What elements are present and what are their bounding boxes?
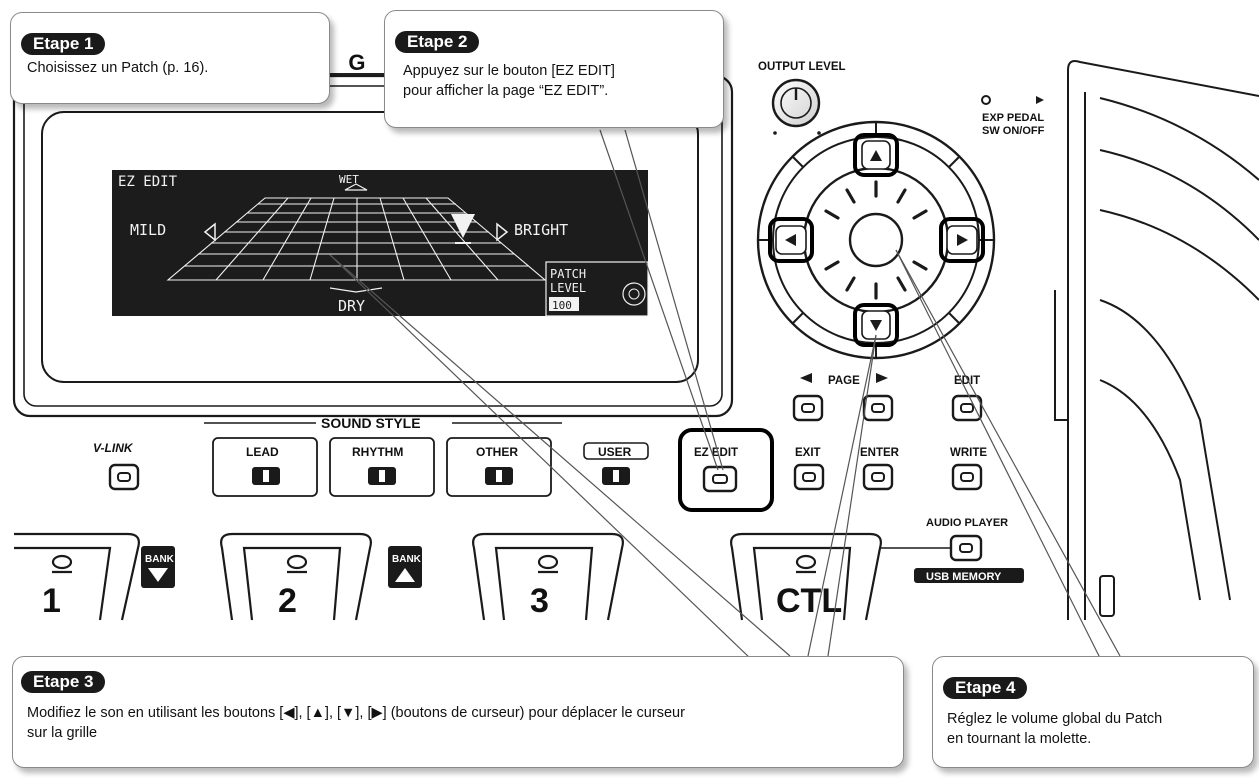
cursor-left-button[interactable]: [768, 217, 814, 263]
step1-text: Choisissez un Patch (p. 16).: [27, 60, 209, 76]
step2-badge: Etape 2: [395, 31, 480, 53]
user-button[interactable]: USER: [583, 442, 649, 485]
step2-line2: pour afficher la page “EZ EDIT”.: [403, 83, 609, 99]
cursor-right-button[interactable]: [939, 217, 985, 263]
svg-text:USER: USER: [598, 445, 632, 459]
lcd-cursor-marker: [451, 214, 475, 238]
svg-text:WRITE: WRITE: [950, 447, 987, 459]
svg-text:1: 1: [42, 582, 61, 620]
page-left-button[interactable]: [792, 394, 824, 422]
svg-text:OTHER: OTHER: [476, 445, 518, 459]
svg-text:SW ON/OFF: SW ON/OFF: [982, 125, 1045, 137]
edit-label: EDIT: [954, 375, 980, 387]
cursor-up-button[interactable]: [853, 133, 899, 177]
other-button[interactable]: OTHER: [446, 437, 552, 497]
bank-up-label: BANK: [388, 546, 422, 588]
exit-button[interactable]: EXIT: [793, 447, 825, 491]
lcd-mild-label: MILD: [130, 221, 166, 239]
vlink-button[interactable]: V-LINK: [93, 441, 140, 491]
svg-text:RHYTHM: RHYTHM: [352, 445, 403, 459]
exp-pedal-indicator: EXP PEDAL SW ON/OFF: [981, 95, 1045, 137]
svg-text:2: 2: [278, 582, 297, 620]
usb-memory-label: USB MEMORY: [914, 568, 1024, 583]
svg-text:LEAD: LEAD: [246, 445, 279, 459]
svg-text:PAGE: PAGE: [828, 375, 860, 387]
page-label: PAGE EDIT: [800, 373, 980, 387]
value-dial[interactable]: [848, 212, 904, 268]
step1-callout: Etape 1 Choisissez un Patch (p. 16).: [10, 12, 330, 104]
step3-badge: Etape 3: [21, 671, 106, 693]
svg-text:LEVEL: LEVEL: [550, 281, 586, 295]
svg-text:PATCH: PATCH: [550, 267, 586, 281]
svg-text:EXP PEDAL: EXP PEDAL: [982, 112, 1044, 124]
svg-text:BANK: BANK: [145, 554, 175, 565]
rhythm-button[interactable]: RHYTHM: [329, 437, 435, 497]
lcd-grid: [166, 197, 547, 281]
bank-down-label: BANK: [141, 546, 175, 588]
svg-text:V-LINK: V-LINK: [93, 441, 134, 455]
pedal-3[interactable]: 3: [472, 532, 624, 621]
svg-text:SOUND STYLE: SOUND STYLE: [321, 415, 421, 431]
audio-player-button[interactable]: AUDIO PLAYER: [880, 517, 1008, 562]
lcd-ez-edit-label: EZ EDIT: [118, 174, 178, 190]
svg-text:ENTER: ENTER: [860, 447, 900, 459]
edit-button[interactable]: [951, 394, 983, 422]
svg-text:BANK: BANK: [392, 554, 422, 565]
step4-line2: en tournant la molette.: [947, 731, 1092, 747]
svg-text:CTL: CTL: [776, 582, 842, 620]
enter-button[interactable]: ENTER: [860, 447, 900, 491]
svg-text:EXIT: EXIT: [795, 447, 821, 459]
step3-line2: sur la grille: [27, 725, 98, 741]
sound-style-section: SOUND STYLE: [204, 415, 562, 431]
svg-text:AUDIO PLAYER: AUDIO PLAYER: [926, 517, 1008, 529]
step2-callout: Etape 2 Appuyez sur le bouton [EZ EDIT] …: [384, 10, 724, 128]
step1-badge: Etape 1: [21, 33, 106, 55]
step2-line1: Appuyez sur le bouton [EZ EDIT]: [403, 63, 615, 79]
step4-line1: Réglez le volume global du Patch: [947, 711, 1163, 727]
page-right-button[interactable]: [862, 394, 894, 422]
svg-text:3: 3: [530, 582, 549, 620]
svg-text:USB MEMORY: USB MEMORY: [926, 571, 1002, 583]
lcd-wet-label: WET: [339, 173, 359, 186]
pedal-1[interactable]: 1: [14, 532, 140, 621]
lead-button[interactable]: LEAD: [212, 437, 318, 497]
step4-callout: Etape 4 Réglez le volume global du Patch…: [932, 656, 1254, 768]
leader-lines: [329, 129, 1121, 661]
device-side-panel: [1054, 60, 1259, 620]
step4-badge: Etape 4: [943, 677, 1028, 699]
step3-callout: Etape 3 Modifiez le son en utilisant les…: [12, 656, 904, 768]
lcd-dry-label: DRY: [338, 297, 365, 315]
pedal-ctl[interactable]: CTL: [730, 532, 882, 621]
lcd-bright-label: BRIGHT: [514, 221, 568, 239]
step3-line1: Modifiez le son en utilisant les boutons…: [27, 705, 685, 721]
pedal-2[interactable]: 2: [220, 532, 372, 621]
ez-edit-button[interactable]: EZ EDIT: [678, 428, 774, 512]
write-button[interactable]: WRITE: [950, 447, 987, 491]
svg-text:OUTPUT LEVEL: OUTPUT LEVEL: [758, 61, 846, 73]
output-level-knob[interactable]: OUTPUT LEVEL: [758, 61, 846, 135]
svg-text:EZ EDIT: EZ EDIT: [694, 447, 738, 459]
lcd-patch-level: PATCH LEVEL 100: [545, 261, 649, 317]
svg-text:100: 100: [552, 299, 572, 312]
lcd-screen: EZ EDIT WET MILD BRIGHT DRY: [118, 173, 649, 317]
